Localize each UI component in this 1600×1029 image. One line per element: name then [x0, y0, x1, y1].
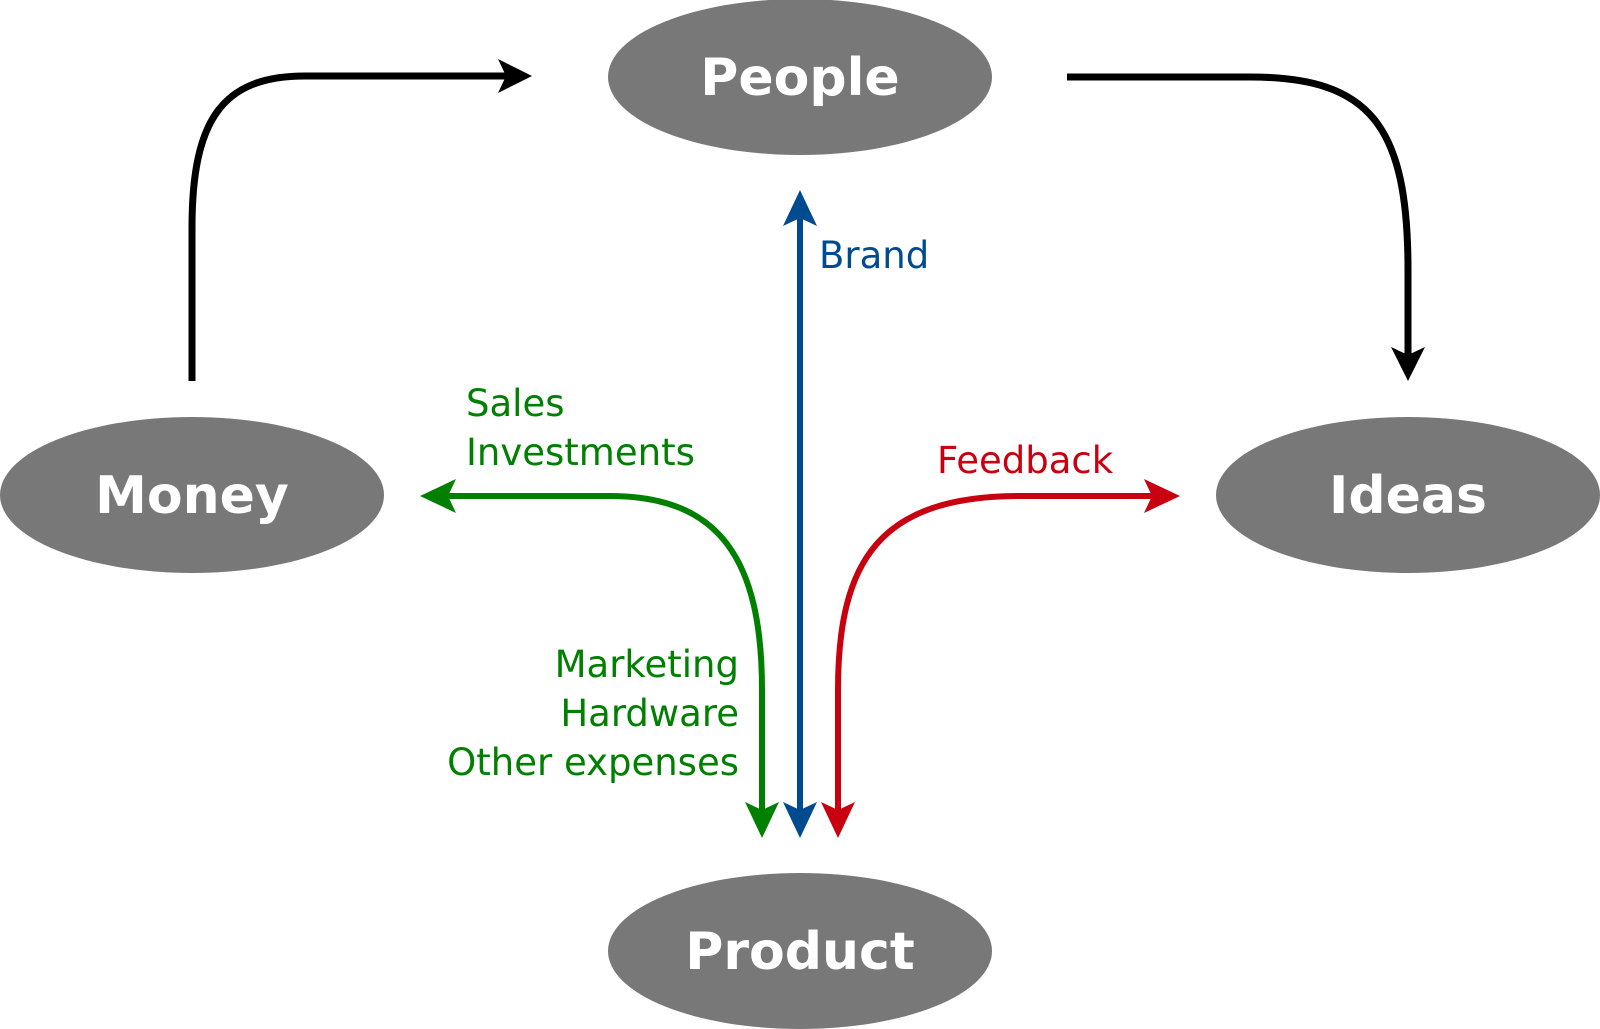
- arrow-money-product-head-down: [745, 802, 779, 838]
- label-sales: Sales: [466, 382, 564, 425]
- arrow-brand-head-down: [783, 802, 817, 838]
- label-feedback: Feedback: [937, 439, 1114, 482]
- node-product: Product: [608, 873, 992, 1029]
- arrow-feedback-head-right: [1144, 479, 1180, 513]
- node-ideas-ellipse: [1216, 417, 1600, 573]
- arrow-money-product-head-left: [420, 479, 456, 513]
- arrow-money-product-line: [440, 493, 765, 820]
- label-investments: Investments: [466, 431, 695, 474]
- arrow-money-product: [420, 479, 779, 838]
- node-ideas: Ideas: [1216, 417, 1600, 573]
- label-marketing: Marketing: [555, 643, 739, 686]
- node-people-label: People: [700, 48, 899, 108]
- arrow-brand: [783, 190, 817, 838]
- arrow-money-to-people: [188, 59, 532, 381]
- node-money-ellipse: [0, 417, 384, 573]
- arrow-feedback-head-down: [821, 802, 855, 838]
- arrow-people-to-ideas: [1067, 73, 1425, 381]
- label-brand: Brand: [819, 234, 929, 277]
- arrow-feedback: [821, 479, 1180, 838]
- arrow-brand-head-up: [783, 190, 817, 226]
- label-other-expenses: Other expenses: [447, 741, 739, 784]
- node-money-label: Money: [95, 466, 289, 526]
- label-hardware: Hardware: [560, 692, 739, 735]
- arrow-feedback-line: [835, 493, 1160, 820]
- node-product-ellipse: [608, 873, 992, 1029]
- node-people: People: [608, 0, 992, 155]
- node-product-label: Product: [685, 922, 914, 982]
- arrow-people-to-ideas-line: [1067, 73, 1412, 362]
- arrow-money-to-people-head: [498, 59, 532, 93]
- node-ideas-label: Ideas: [1329, 466, 1487, 526]
- node-people-ellipse: [608, 0, 992, 155]
- node-money: Money: [0, 417, 384, 573]
- arrow-money-to-people-line: [188, 72, 512, 381]
- arrow-people-to-ideas-head: [1391, 347, 1425, 381]
